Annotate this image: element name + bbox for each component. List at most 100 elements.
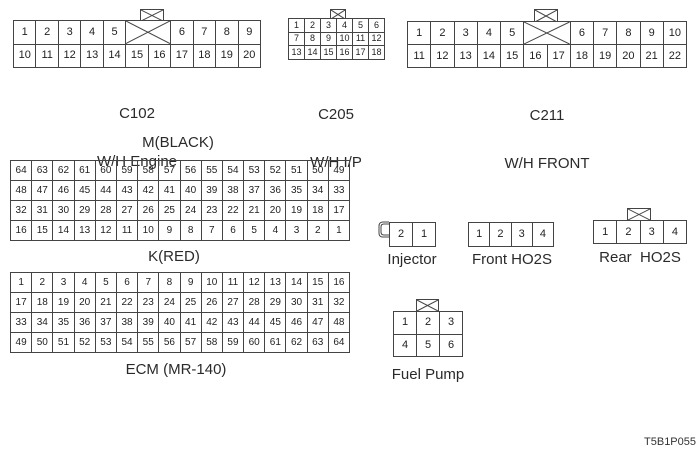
pin-cell: 57 [159,161,181,181]
pin-cell: 32 [11,201,33,221]
pin-cell: 9 [238,21,261,45]
pin-cell: 23 [138,293,160,313]
injector-label: Injector [387,251,437,268]
pin-cell: 29 [265,293,287,313]
pin-cell: 55 [138,333,160,353]
pin-cell: 21 [95,293,117,313]
pin-cell: 17 [547,45,571,68]
pin-cell: 61 [265,333,287,353]
pin-cell: 3 [53,273,75,293]
pin-cell: 11 [116,221,139,241]
pin-cell: 14 [53,221,75,241]
pin-cell: 34 [32,313,54,333]
pin-cell: 28 [95,201,117,221]
pin-cell: 8 [159,273,181,293]
pin-cell: 30 [286,293,308,313]
pin-cell: 6 [369,19,385,33]
fuel-pump-label: Fuel Pump [391,366,465,383]
pin-cell: 25 [159,201,181,221]
pin-cell: 10 [337,32,353,47]
pin-cell: 5 [95,273,117,293]
pin-cell: 12 [369,32,385,47]
pin-cell: 4 [477,22,501,45]
pin-cell: 22 [116,293,139,313]
pin-cell: 3 [440,312,463,335]
pin-cell: 42 [138,181,160,201]
ecm-m-connector-label: M(BLACK) [142,134,214,151]
pin-cell: 18 [32,293,54,313]
pin-cell: 40 [180,181,202,201]
cross-mark-icon [524,22,570,44]
connector-id: C205 [318,106,354,123]
pin-cell: 8 [216,21,239,45]
pin-cell: 16 [337,46,353,60]
pin-cell: 15 [32,221,54,241]
pin-cell: 36 [74,313,96,333]
pin-cell: 13 [74,221,96,241]
pin-cell: 13 [265,273,287,293]
pin-cell: 46 [53,181,75,201]
pin-cell: 16 [11,221,33,241]
pin-cell: 11 [36,44,59,68]
pin-cell: 19 [216,44,239,68]
pin-cell: 7 [289,32,305,47]
pin-cell: 40 [159,313,181,333]
pin-cell: 63 [32,161,54,181]
pin-cell: 7 [594,22,618,45]
pin-cell: 6 [116,273,139,293]
connector-name: W/H Engine [96,153,178,170]
pin-cell: 15 [307,273,329,293]
pin-cell: 27 [116,201,139,221]
pin-cell: 44 [95,181,117,201]
pin-cell: 3 [321,19,337,33]
pin-cell: 56 [180,161,202,181]
pin-cell: 17 [328,201,350,221]
pin-cell: 20 [617,45,641,68]
connector-lock-icon [140,9,164,21]
pin-cell: 17 [11,293,33,313]
pin-cell: 62 [53,161,75,181]
pin-cell: 31 [32,201,54,221]
pin-cell: 38 [116,313,139,333]
pin-cell: 9 [159,221,181,241]
pin-cell: 2 [36,21,59,45]
pin-cell: 5 [501,22,525,45]
pin-cell: 30 [53,201,75,221]
pin-cell: 61 [74,161,96,181]
injector-clip-icon [378,221,390,238]
connector-lock-icon [534,9,558,22]
pin-cell: 7 [201,221,223,241]
pin-cell: 1 [413,223,436,247]
connector-id: C102 [119,105,155,122]
pin-cell: 45 [74,181,96,201]
pin-cell: 9 [640,22,664,45]
pin-cell: 49 [328,161,350,181]
pin-cell: 19 [286,201,308,221]
pin-cell: 4 [337,19,353,33]
connector-id: C211 [529,107,565,124]
pin-cell: 55 [201,161,223,181]
pin-cell: 1 [14,21,37,45]
pin-cell: 6 [570,22,594,45]
pin-cell: 21 [640,45,664,68]
pin-cell: 59 [116,161,139,181]
pin-cell: 3 [640,221,664,244]
pin-cell: 49 [11,333,33,353]
pin-cell: 15 [126,44,149,68]
pin-cell: 10 [14,44,37,68]
pin-cell: 19 [594,45,618,68]
blank-cavity [524,22,571,45]
front-ho2s-label: Front HO2S [471,251,553,268]
pin-cell: 28 [244,293,266,313]
pin-cell: 18 [369,46,385,60]
pin-cell: 52 [265,161,287,181]
pin-cell: 8 [305,32,321,47]
pin-cell: 10 [138,221,160,241]
pin-cell: 44 [244,313,266,333]
pin-cell: 32 [328,293,350,313]
pin-cell: 53 [244,161,266,181]
pin-cell: 15 [321,46,337,60]
pin-cell: 4 [81,21,104,45]
